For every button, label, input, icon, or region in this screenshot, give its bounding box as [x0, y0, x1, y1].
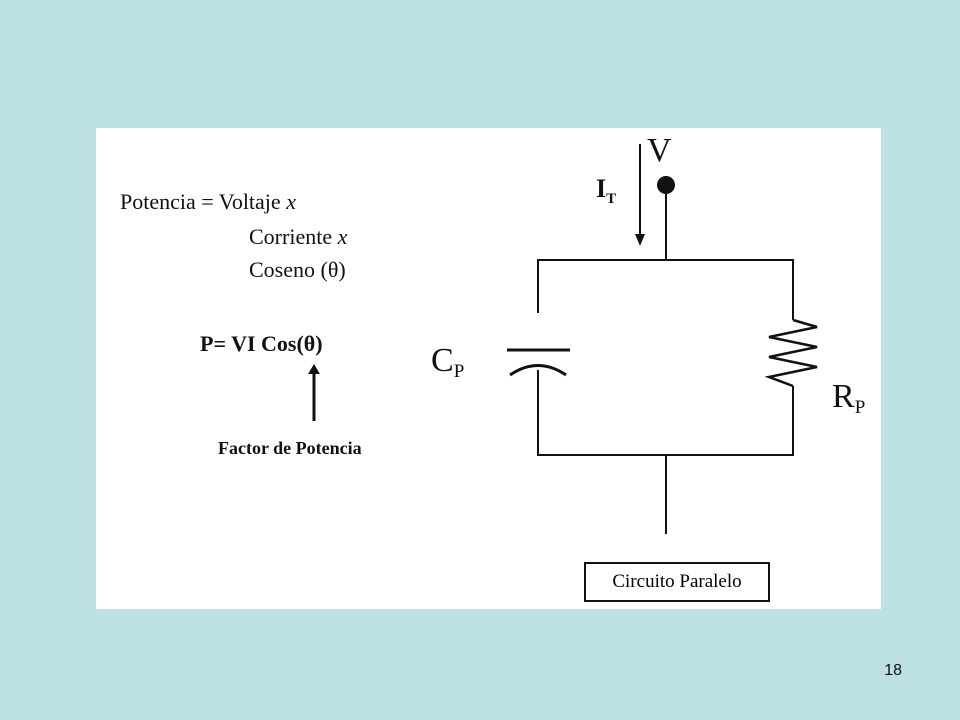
- capacitor-label-main: C: [431, 342, 454, 379]
- capacitor-label: CP: [431, 342, 464, 383]
- capacitor-label-sub: P: [453, 361, 465, 382]
- power-equation: P= VI Cos(θ): [200, 331, 323, 356]
- bottom-wire: [537, 370, 794, 456]
- current-label-main: I: [596, 174, 607, 203]
- formula-line-1: Potencia = Voltaje x: [120, 191, 296, 213]
- formula-x-1: x: [286, 189, 296, 214]
- circuit-caption: Circuito Paralelo: [612, 571, 742, 592]
- resistor-label-sub: P: [854, 397, 866, 418]
- resistor-symbol: [764, 318, 818, 388]
- formula-x-2: x: [337, 224, 348, 249]
- page-number: 18: [884, 662, 902, 679]
- voltage-label: V: [647, 132, 672, 169]
- power-factor-arrow: [308, 364, 320, 421]
- resistor-label: RP: [832, 378, 865, 419]
- current-label-sub: T: [606, 191, 617, 207]
- formula-line-1-text: Potencia = Voltaje: [120, 189, 281, 214]
- top-wire: [537, 259, 794, 320]
- slide-panel: Potencia = Voltaje x Corriente x Coseno …: [96, 128, 881, 609]
- formula-line-3: Coseno (θ): [249, 257, 346, 282]
- capacitor-symbol: [507, 348, 570, 377]
- current-arrow: [635, 144, 645, 246]
- current-label: IT: [596, 174, 616, 208]
- formula-line-2: Corriente x: [249, 226, 347, 248]
- circuit-caption-box: Circuito Paralelo: [584, 562, 770, 602]
- resistor-label-main: R: [832, 378, 855, 415]
- power-factor-label: Factor de Potencia: [218, 438, 362, 458]
- formula-line-2-text: Corriente: [249, 224, 333, 249]
- circuit-diagram: [308, 144, 818, 534]
